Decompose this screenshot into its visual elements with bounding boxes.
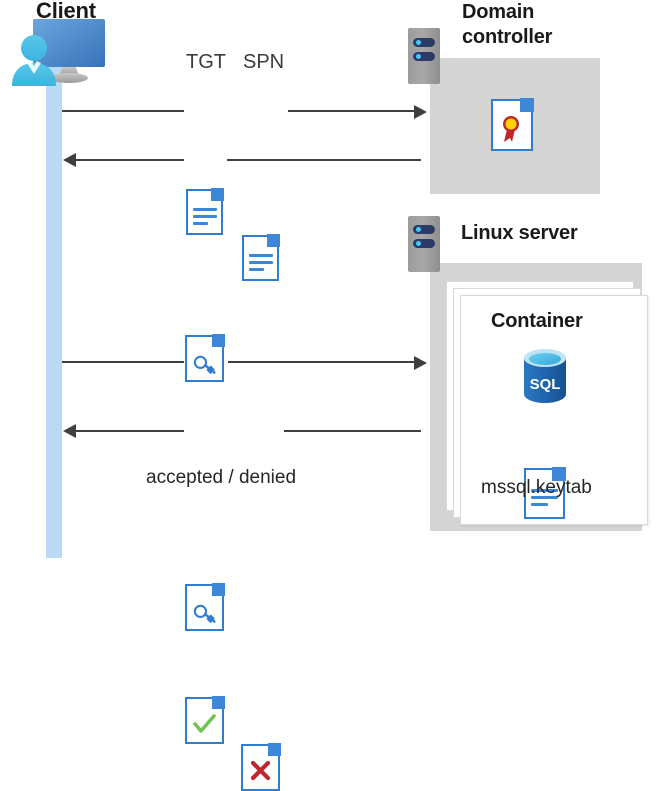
diagram-canvas: Client [6, 0, 648, 791]
document-fold [211, 188, 224, 201]
linux-server-rack-icon [408, 216, 440, 272]
sql-database-icon: SQL [522, 349, 568, 403]
doc-line [248, 268, 264, 272]
doc-line [192, 208, 218, 212]
spn-document-icon [242, 234, 280, 281]
message-4-line-left [75, 430, 184, 432]
doc-line [531, 489, 559, 493]
rack-led-icon [416, 241, 421, 246]
message-1-line-right [288, 110, 415, 112]
key-icon [193, 355, 216, 374]
rack-slot [413, 225, 435, 234]
key-icon [193, 604, 216, 623]
message-3-line-left [62, 361, 184, 363]
document-fold [267, 234, 280, 247]
message-4-arrowhead [63, 424, 76, 438]
document-text-lines [248, 254, 274, 275]
doc-line [192, 222, 208, 226]
document-text-lines [192, 208, 218, 229]
doc-line [248, 254, 274, 258]
doc-line [192, 215, 218, 219]
document-fold [212, 583, 225, 596]
ticket-key-document-icon [185, 334, 225, 382]
sql-label: SQL [530, 376, 561, 393]
accepted-document-icon [185, 696, 225, 744]
session-key-document-icon [185, 583, 225, 631]
message-4-line-right [284, 430, 421, 432]
keytab-document-icon [524, 467, 566, 519]
domain-controller-title-line2: controller [462, 26, 553, 48]
document-body [186, 189, 223, 235]
message-2-arrowhead [63, 153, 76, 167]
rack-slot [413, 52, 435, 61]
message-1-line-left [62, 110, 184, 112]
document-fold [268, 743, 281, 756]
client-monitor-icon [6, 18, 110, 84]
document-body [242, 235, 279, 281]
cross-icon [250, 760, 271, 781]
domain-controller-server-rack-icon [408, 28, 440, 84]
client-lifeline [46, 60, 62, 558]
rack-led-icon [416, 40, 421, 45]
domain-controller-title-line1: Domain [462, 1, 535, 23]
document-fold [520, 98, 534, 112]
rack-slot [413, 38, 435, 47]
certificate-ribbon-icon [503, 116, 519, 142]
message-1-arrowhead [414, 105, 427, 119]
doc-line [248, 261, 274, 265]
message-2-line-right [227, 159, 421, 161]
message-3-line-right [228, 361, 415, 363]
check-icon [193, 714, 216, 733]
doc-line [531, 503, 549, 507]
verdict-caption: accepted / denied [146, 467, 297, 488]
message-2-line-left [75, 159, 184, 161]
rack-slot [413, 239, 435, 248]
document-fold [552, 467, 566, 481]
document-fold [212, 334, 225, 347]
keytab-filename-label: mssql.keytab [481, 477, 592, 498]
message-3-arrowhead [414, 356, 427, 370]
tgt-document-icon [186, 188, 224, 235]
doc-line [531, 496, 559, 500]
document-fold [212, 696, 225, 709]
tgt-label: TGT [186, 51, 226, 73]
client-title: Client [36, 0, 96, 23]
rack-led-icon [416, 227, 421, 232]
certificate-document-icon [491, 98, 534, 151]
spn-label: SPN [243, 51, 285, 73]
rack-led-icon [416, 54, 421, 59]
document-text-lines [531, 489, 559, 510]
linux-server-title: Linux server [461, 222, 578, 244]
container-title: Container [491, 310, 583, 332]
denied-document-icon [241, 743, 281, 791]
client-user-avatar-icon [6, 34, 64, 86]
domain-controller-title: Domain controller [462, 0, 622, 50]
